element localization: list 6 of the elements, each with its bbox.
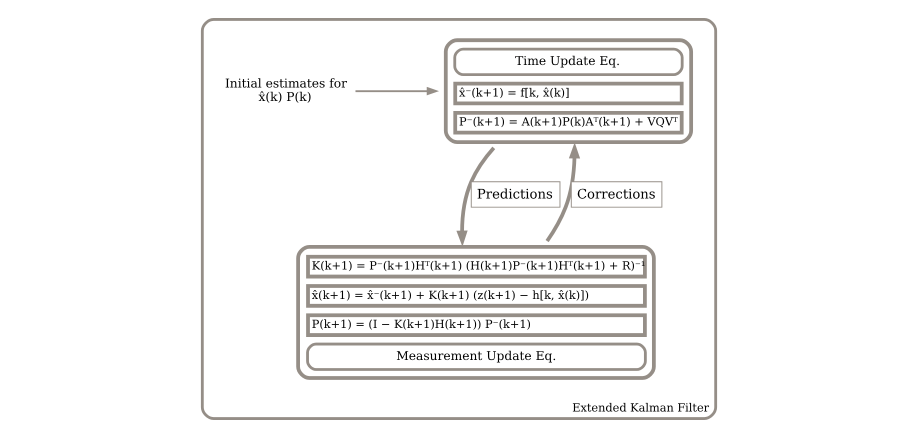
arrow: [456, 146, 496, 247]
arrow: [355, 86, 440, 96]
node-text: Initial estimates for x̂(k) P(k): [224, 76, 347, 104]
arrow: [546, 142, 580, 242]
edge-label: Predictions: [476, 187, 553, 202]
edge-label: Corrections: [576, 187, 656, 202]
